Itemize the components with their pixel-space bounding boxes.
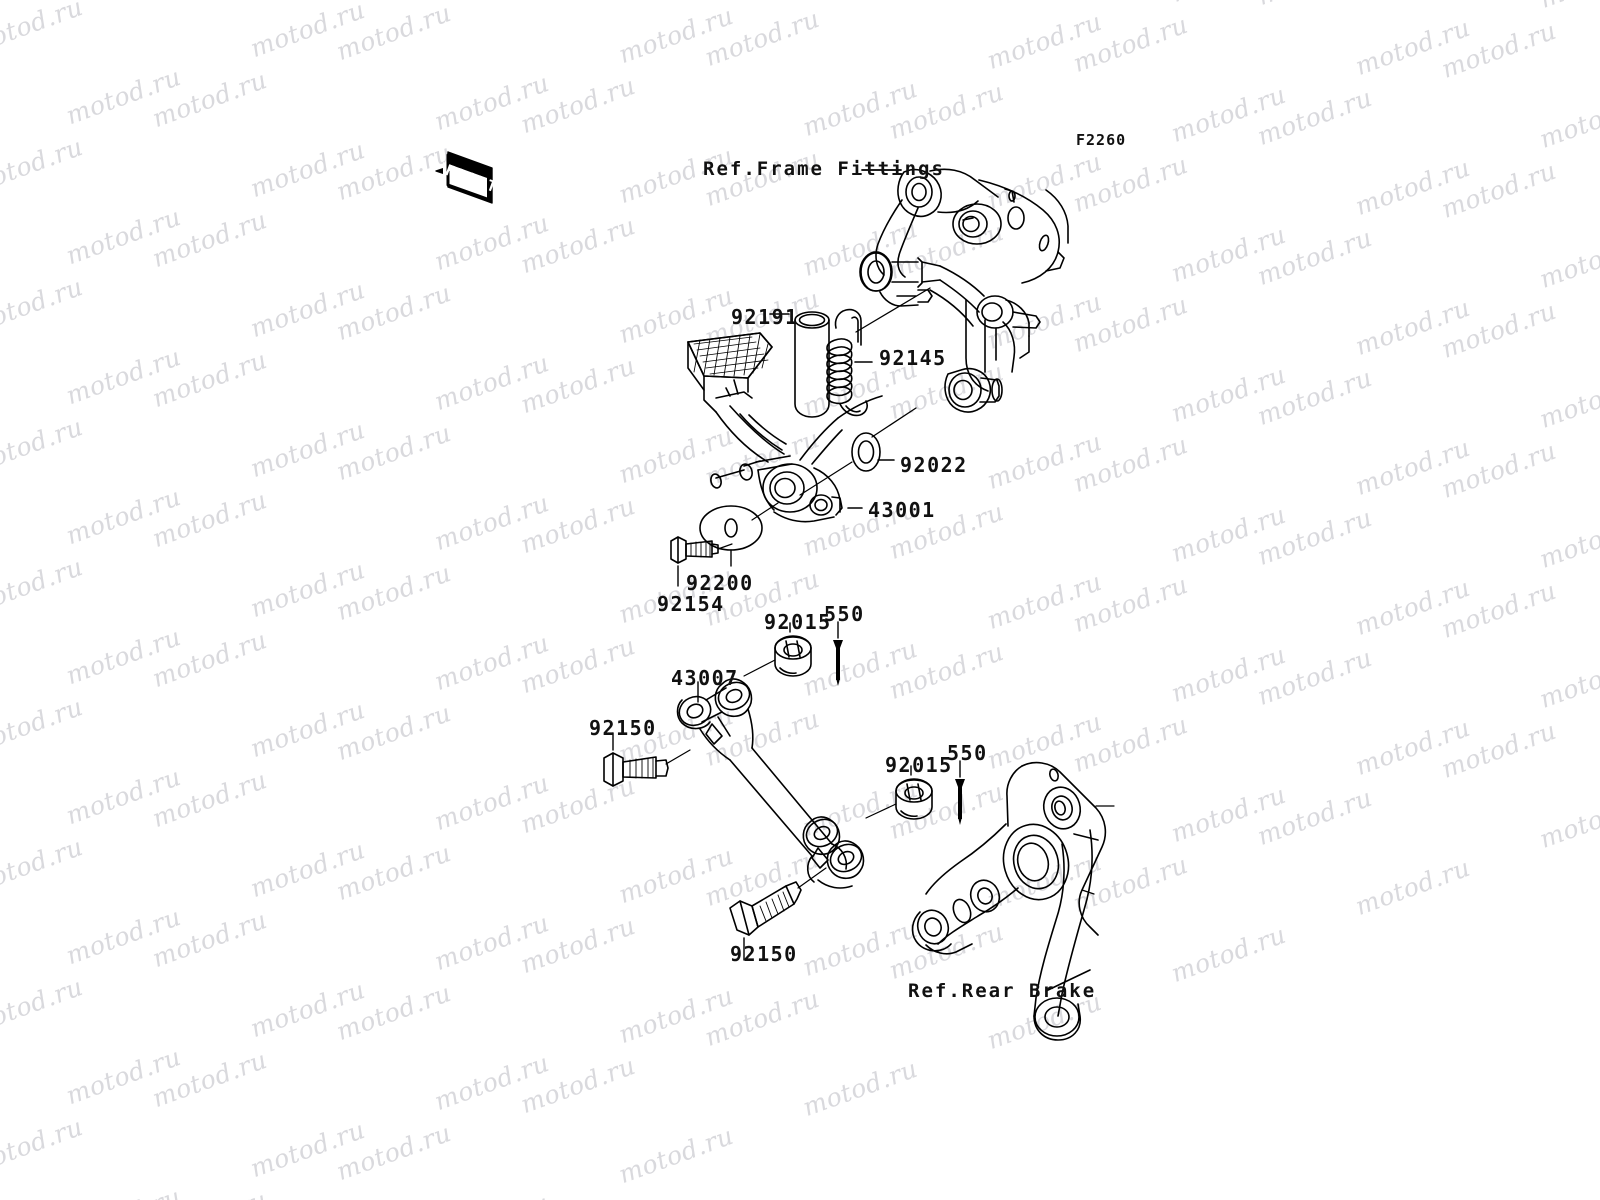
ref-label-rear-brake: Ref.Rear Brake xyxy=(908,980,1097,1002)
part-550-cotter-pin-lower xyxy=(955,779,965,825)
callout-92150-upper: 92150 xyxy=(589,716,657,740)
rear-brake-bracket xyxy=(911,761,1115,1041)
callout-43001: 43001 xyxy=(868,498,936,522)
part-92015-nut-upper xyxy=(774,635,812,677)
callout-92145: 92145 xyxy=(879,346,947,370)
figure-code: F2260 xyxy=(1076,131,1127,149)
callout-92200: 92200 xyxy=(686,571,754,595)
part-92154-bolt xyxy=(670,536,719,564)
part-550-cotter-pin-upper xyxy=(833,640,843,686)
part-92145-spring xyxy=(826,308,868,417)
part-92015-nut-lower xyxy=(895,778,933,820)
part-43001-brake-pedal xyxy=(687,332,883,523)
callout-92191: 92191 xyxy=(731,305,799,329)
callout-550-lower: 550 xyxy=(947,741,988,765)
part-92200-washer xyxy=(699,505,763,551)
part-92022-washer xyxy=(851,432,881,472)
callout-550-upper: 550 xyxy=(824,602,865,626)
callout-92154: 92154 xyxy=(657,592,725,616)
callout-92150-lower: 92150 xyxy=(730,942,798,966)
callout-43007: 43007 xyxy=(671,666,739,690)
callout-92015-upper: 92015 xyxy=(764,610,832,634)
callout-92022: 92022 xyxy=(900,453,968,477)
ref-label-frame-fittings: Ref.Frame Fittings xyxy=(703,158,945,180)
part-92191-tube xyxy=(794,311,830,418)
frame-fitting-bracket xyxy=(859,168,1069,413)
callout-92015-lower: 92015 xyxy=(885,753,953,777)
part-43007-brake-rod xyxy=(676,678,865,889)
part-92150-bolt-upper xyxy=(603,749,691,787)
front-arrow-icon xyxy=(435,151,493,204)
part-92150-bolt-lower xyxy=(729,867,827,936)
